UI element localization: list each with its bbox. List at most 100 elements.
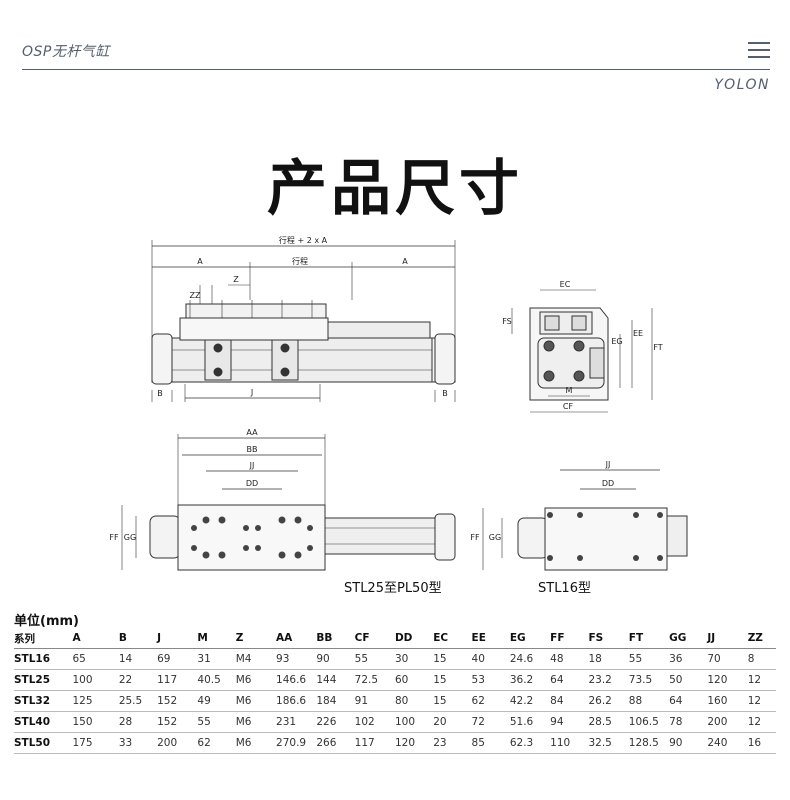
top-front-view bbox=[151, 240, 456, 402]
table-cell: 24.6 bbox=[509, 648, 551, 670]
table-cell: 26.2 bbox=[588, 690, 629, 712]
table-cell: 33 bbox=[118, 732, 158, 754]
series-cell: STL25 bbox=[14, 669, 73, 691]
table-cell: 55 bbox=[197, 711, 236, 733]
table-cell: 40 bbox=[471, 648, 510, 670]
table-cell: 125 bbox=[72, 690, 119, 712]
table-cell: 49 bbox=[197, 690, 236, 712]
table-cell: 78 bbox=[669, 711, 708, 733]
table-cell: 28.5 bbox=[588, 711, 629, 733]
dimension-drawings: 行程 + 2 x A A 行程 A ZZ Z B J B EC FS EG EE… bbox=[109, 235, 688, 571]
dim-ff-16: FF bbox=[470, 533, 480, 542]
dim-m: M bbox=[566, 386, 573, 395]
table-cell: 31 bbox=[197, 648, 236, 670]
table-cell: 23.2 bbox=[588, 669, 629, 691]
table-cell: 12 bbox=[747, 690, 776, 712]
table-cell: 15 bbox=[433, 690, 472, 712]
table-cell: 60 bbox=[394, 669, 434, 691]
column-header: J bbox=[157, 628, 198, 649]
table-cell: M4 bbox=[235, 648, 277, 670]
table-cell: 50 bbox=[669, 669, 708, 691]
table-cell: M6 bbox=[235, 711, 277, 733]
table-cell: 200 bbox=[707, 711, 748, 733]
table-cell: 110 bbox=[550, 732, 589, 754]
top-bar: OSP无杆气缸 YOLON bbox=[0, 0, 790, 100]
table-cell: 100 bbox=[394, 711, 434, 733]
table-cell: 32.5 bbox=[588, 732, 629, 754]
table-cell: 152 bbox=[157, 690, 198, 712]
dim-cf: CF bbox=[563, 402, 574, 411]
stl16-top-view bbox=[482, 469, 688, 571]
dim-z: Z bbox=[233, 275, 239, 284]
column-header: CF bbox=[354, 628, 395, 649]
series-cell: STL16 bbox=[14, 648, 73, 670]
table-cell: 69 bbox=[157, 648, 198, 670]
table-cell: 62.3 bbox=[509, 732, 551, 754]
table-cell: 186.6 bbox=[276, 690, 317, 712]
column-header: M bbox=[197, 628, 236, 649]
table-cell: 64 bbox=[669, 690, 708, 712]
table-cell: 8 bbox=[747, 648, 776, 670]
dim-fs: FS bbox=[502, 317, 512, 326]
table-cell: 15 bbox=[433, 669, 472, 691]
table-cell: 231 bbox=[276, 711, 317, 733]
table-cell: 42.2 bbox=[509, 690, 551, 712]
brand-link[interactable]: OSP无杆气缸 bbox=[22, 44, 110, 60]
column-header: EG bbox=[509, 628, 551, 649]
table-cell: 90 bbox=[669, 732, 708, 754]
hamburger-menu-icon[interactable] bbox=[748, 42, 770, 58]
caption-stl16: STL16型 bbox=[538, 581, 591, 596]
table-cell: 48 bbox=[550, 648, 589, 670]
page-title: 产品尺寸 bbox=[267, 154, 523, 224]
table-cell: 36.2 bbox=[509, 669, 551, 691]
dim-zz: ZZ bbox=[190, 291, 201, 300]
table-cell: 80 bbox=[394, 690, 434, 712]
column-header: FS bbox=[588, 628, 629, 649]
table-cell: 40.5 bbox=[197, 669, 236, 691]
dim-ec: EC bbox=[560, 280, 571, 289]
dim-aa: AA bbox=[246, 428, 258, 437]
table-cell: 226 bbox=[316, 711, 355, 733]
stl25-top-view bbox=[121, 434, 456, 571]
column-header: Z bbox=[235, 628, 277, 649]
dim-stroke-2a: 行程 + 2 x A bbox=[279, 235, 328, 245]
table-cell: 15 bbox=[433, 648, 472, 670]
table-cell: 93 bbox=[276, 648, 317, 670]
dim-b-left: B bbox=[157, 389, 163, 398]
table-cell: 117 bbox=[157, 669, 198, 691]
table-cell: 146.6 bbox=[276, 669, 317, 691]
dim-jj: JJ bbox=[249, 461, 255, 470]
dim-gg: GG bbox=[124, 533, 136, 542]
dim-ft: FT bbox=[653, 343, 662, 352]
table-cell: 184 bbox=[316, 690, 355, 712]
table-cell: 240 bbox=[707, 732, 748, 754]
table-cell: 72 bbox=[471, 711, 510, 733]
table-cell: 14 bbox=[118, 648, 158, 670]
table-cell: 12 bbox=[747, 669, 776, 691]
dim-a-left: A bbox=[197, 257, 203, 266]
table-cell: 65 bbox=[72, 648, 119, 670]
dim-ff: FF bbox=[109, 533, 119, 542]
table-cell: 23 bbox=[433, 732, 472, 754]
yolon-logo: YOLON bbox=[714, 77, 770, 93]
table-cell: 30 bbox=[394, 648, 434, 670]
caption-stl25: STL25至PL50型 bbox=[344, 581, 442, 596]
table-cell: 72.5 bbox=[354, 669, 395, 691]
table-cell: 22 bbox=[118, 669, 158, 691]
table-cell: 62 bbox=[471, 690, 510, 712]
table-cell: 36 bbox=[669, 648, 708, 670]
column-header: EE bbox=[471, 628, 510, 649]
table-cell: 25.5 bbox=[118, 690, 158, 712]
table-cell: 128.5 bbox=[628, 732, 670, 754]
table-cell: 18 bbox=[588, 648, 629, 670]
table-cell: 120 bbox=[707, 669, 748, 691]
dim-bb: BB bbox=[247, 445, 258, 454]
table-cell: 64 bbox=[550, 669, 589, 691]
header-divider bbox=[22, 69, 770, 70]
table-cell: 90 bbox=[316, 648, 355, 670]
table-cell: 12 bbox=[747, 711, 776, 733]
